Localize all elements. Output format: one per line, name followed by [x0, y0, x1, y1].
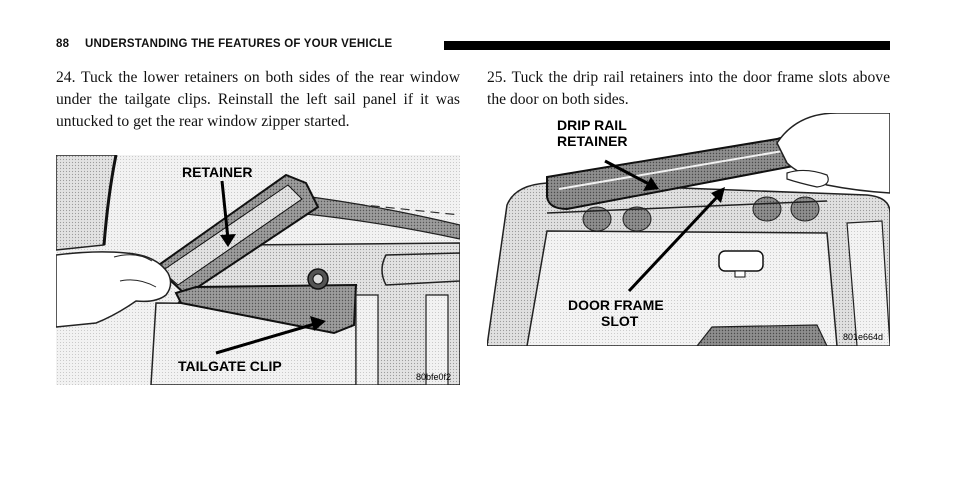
figure-id: 80bfe0f2 — [416, 372, 452, 382]
door-frame-label-line1: DOOR FRAME — [568, 297, 664, 313]
step-25-text: 25. Tuck the drip rail retainers into th… — [487, 69, 890, 108]
section-title: UNDERSTANDING THE FEATURES OF YOUR VEHIC… — [85, 38, 393, 50]
drip-rail-label-line2: RETAINER — [557, 133, 628, 149]
figure-drip-rail-retainer: DRIP RAIL RETAINER DOOR FRAME SLOT 801e6… — [487, 113, 890, 346]
page-header: 88 UNDERSTANDING THE FEATURES OF YOUR VE… — [56, 37, 890, 55]
tailgate-clip-label: TAILGATE CLIP — [178, 358, 282, 374]
tailgate-illustration — [56, 155, 460, 385]
door-frame-label-line2: SLOT — [601, 313, 639, 329]
page-number: 88 — [56, 38, 70, 50]
header-rule — [444, 41, 890, 50]
figure-tailgate-retainer: RETAINER TAILGATE CLIP 80bfe0f2 — [56, 155, 460, 385]
step-24-text: 24. Tuck the lower retainers on both sid… — [56, 69, 460, 130]
figure-id: 801e664d — [843, 332, 884, 342]
drip-rail-illustration — [487, 113, 890, 346]
drip-rail-label-line1: DRIP RAIL — [557, 117, 627, 133]
retainer-label: RETAINER — [182, 164, 253, 180]
